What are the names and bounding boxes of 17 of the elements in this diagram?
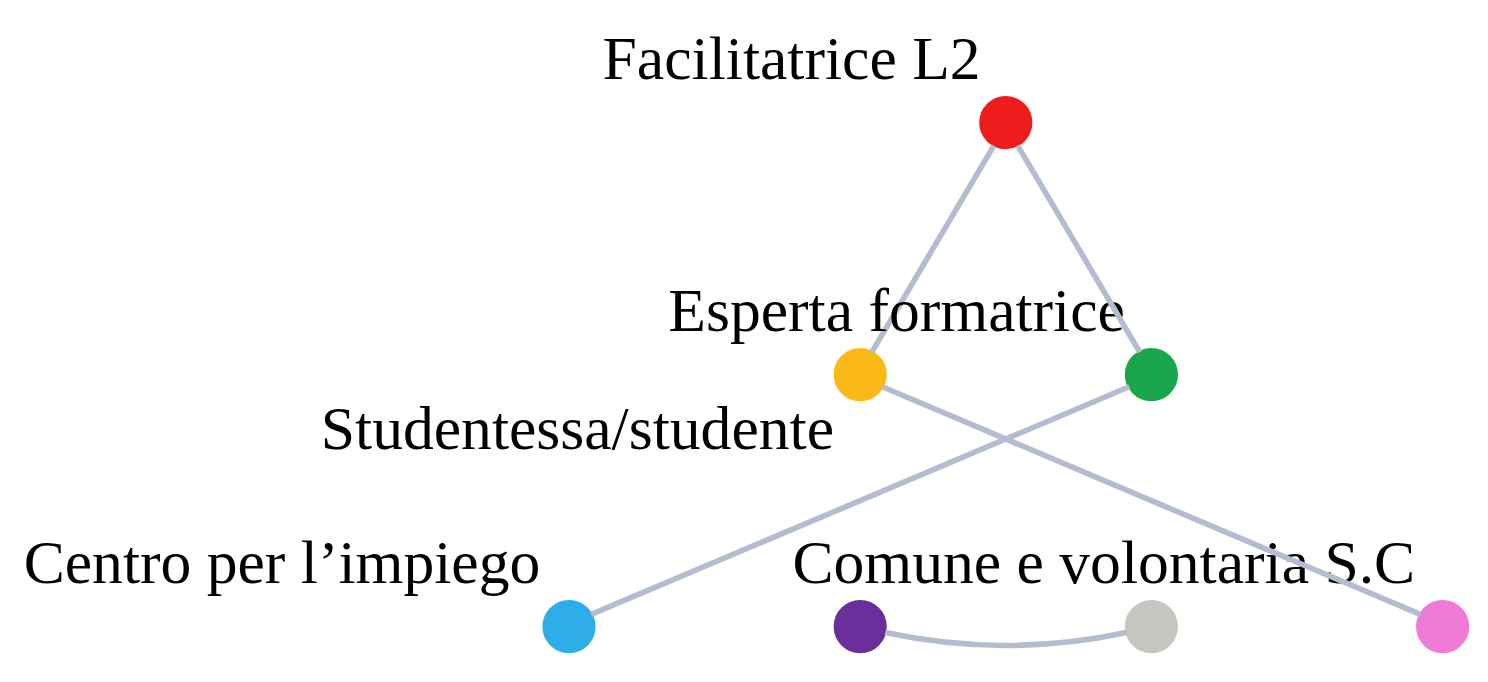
node-circle	[1124, 600, 1178, 654]
node-label: Centro per l’impiego	[23, 528, 541, 597]
connector	[1015, 144, 1143, 354]
connector	[590, 384, 1131, 617]
node-circle	[833, 600, 887, 654]
node-circle	[1416, 600, 1470, 654]
node-circle	[1124, 348, 1178, 402]
connector	[884, 629, 1127, 649]
node-circle	[542, 600, 596, 654]
node-circle	[833, 348, 887, 402]
connector	[881, 384, 1422, 617]
node-circle	[979, 96, 1033, 150]
node-label: Esperta formatrice	[668, 276, 1125, 345]
node-label: Studentessa/studente	[320, 394, 834, 463]
connector	[869, 144, 997, 354]
node-label: Comune e volontaria S.C	[792, 528, 1416, 597]
node-label: Facilitatrice L2	[602, 24, 981, 93]
